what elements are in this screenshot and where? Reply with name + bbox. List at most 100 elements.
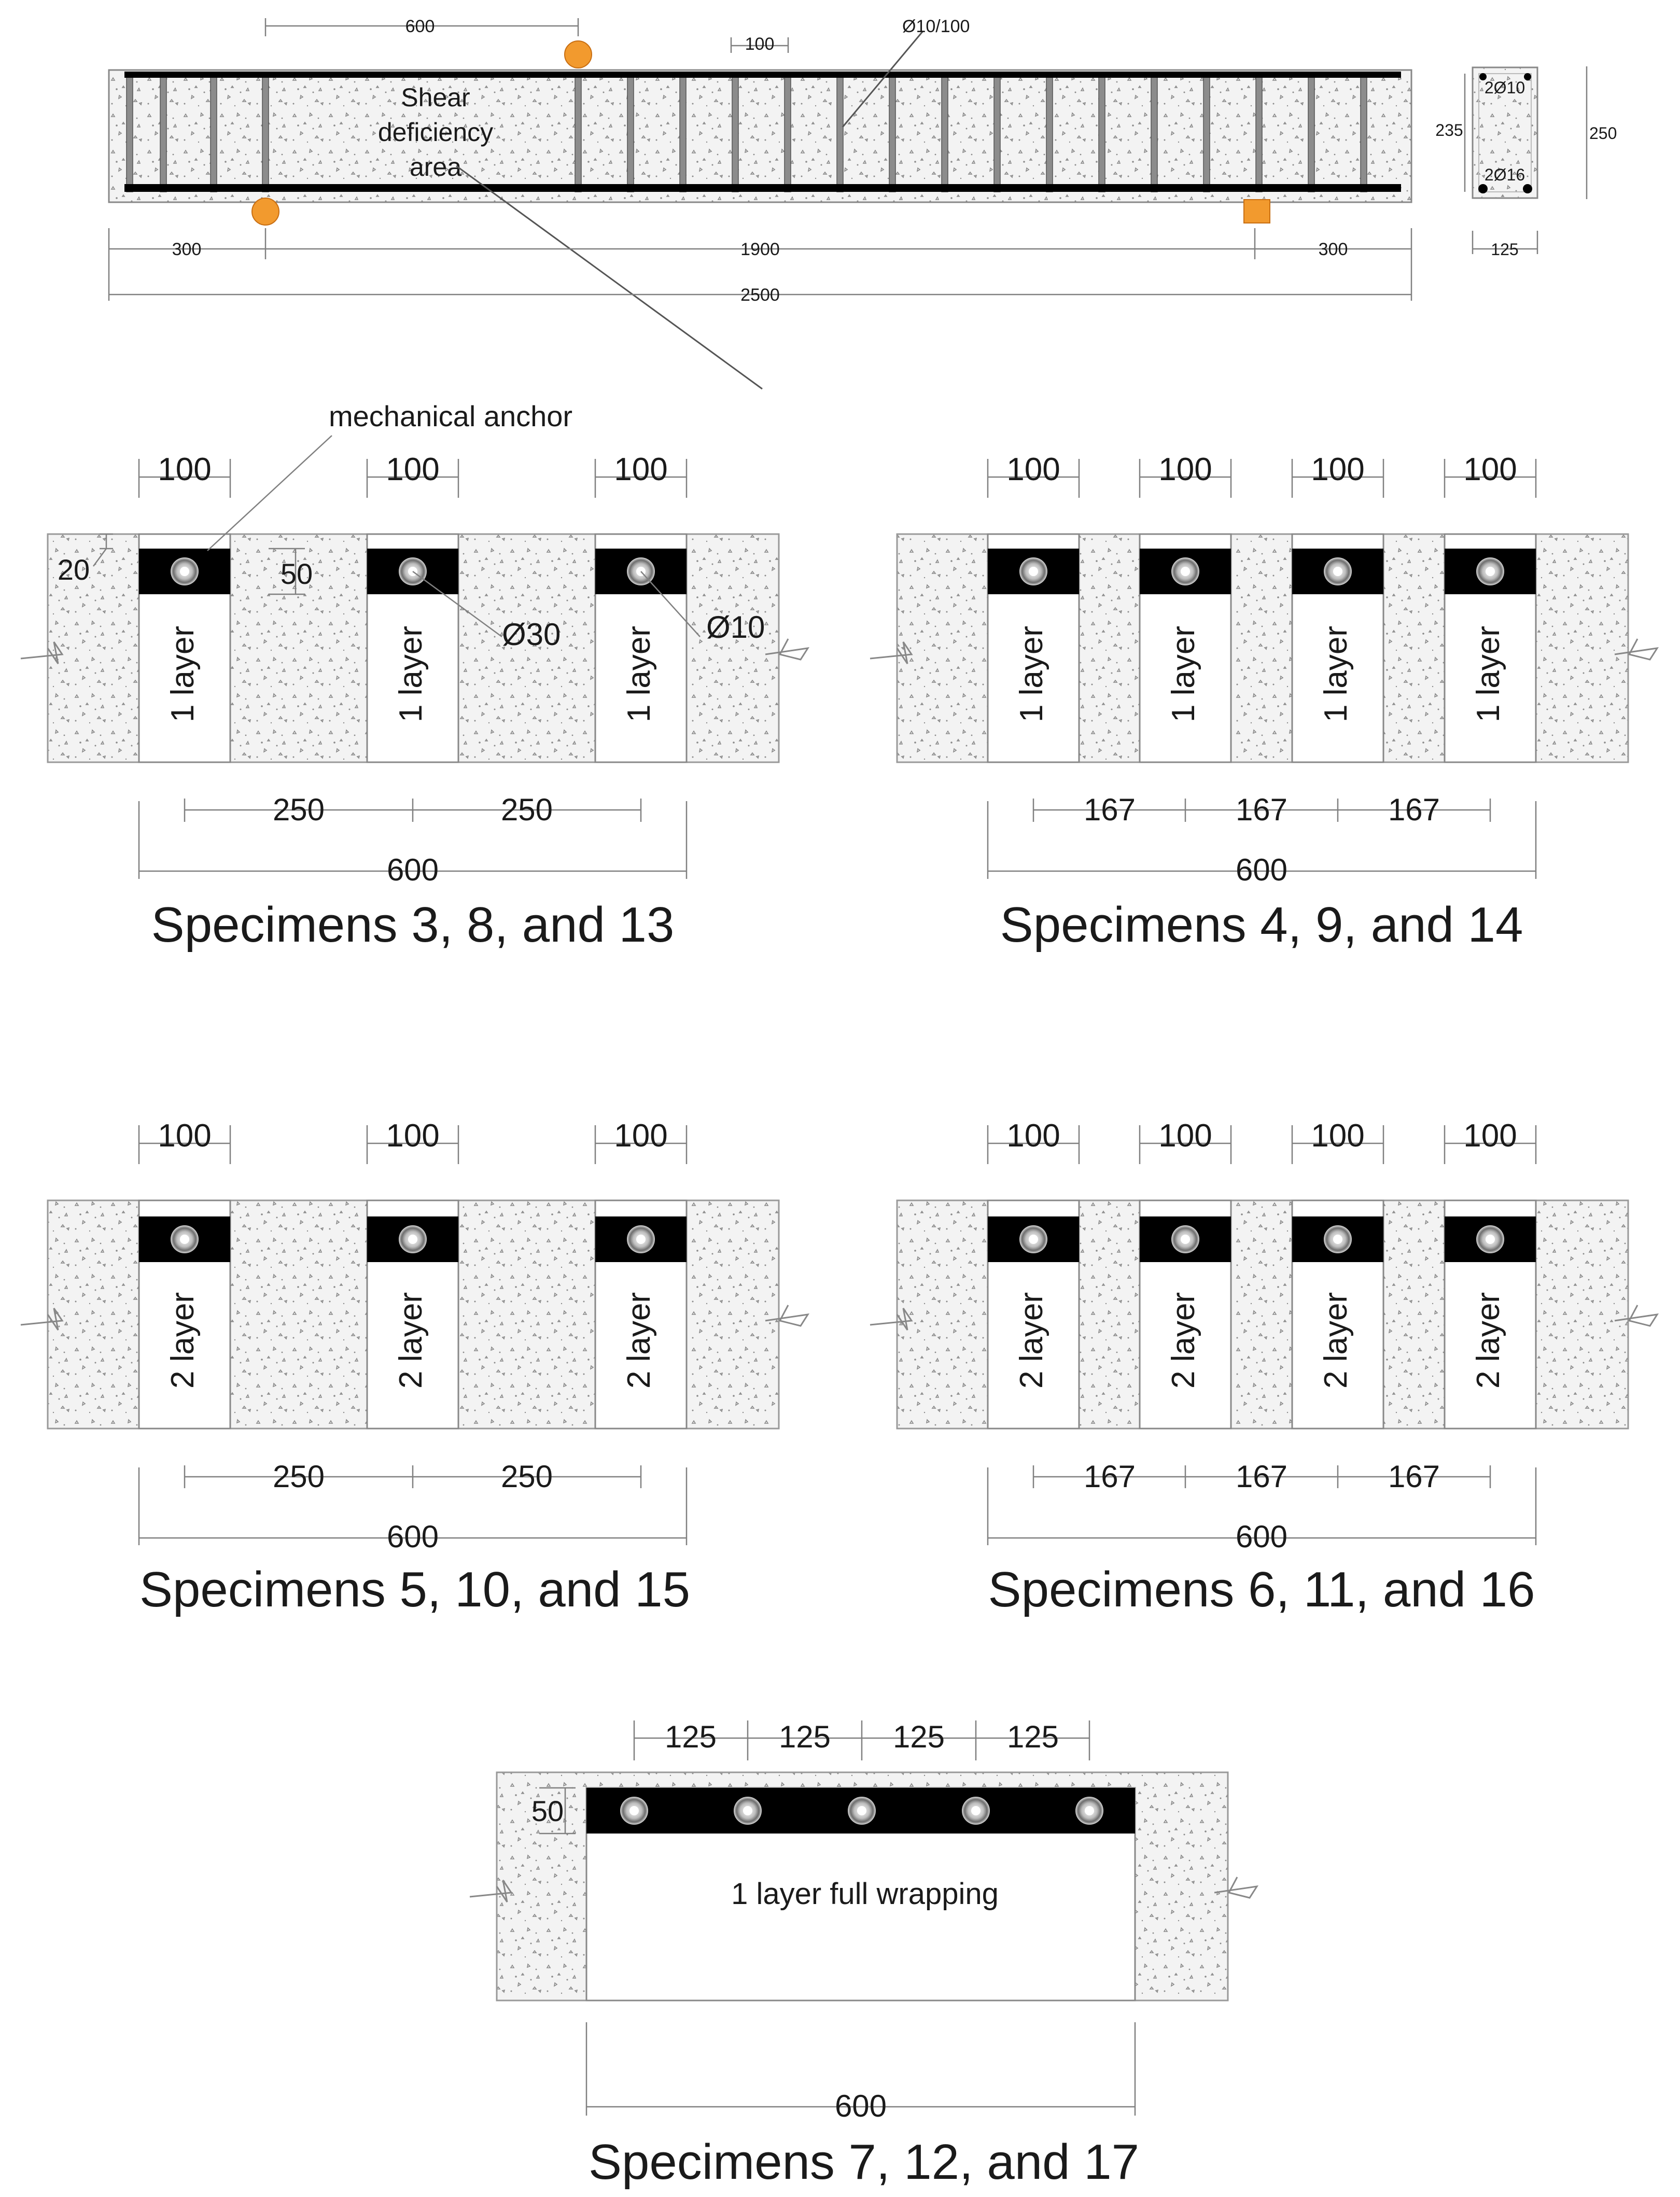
- dim-235: 235: [1435, 121, 1463, 139]
- strip-label: 2 layer: [1471, 1292, 1506, 1389]
- panel-dimension-lines: [92, 435, 701, 879]
- spacing-label: 250: [501, 792, 553, 827]
- strip-width-label: 100: [1006, 452, 1060, 487]
- anchor-hole: [180, 1235, 189, 1244]
- anchor-hole: [743, 1806, 752, 1815]
- anchor-hole: [971, 1806, 981, 1815]
- stirrup: [1098, 72, 1105, 192]
- bottom-bar: [1478, 184, 1488, 193]
- anchor-hole: [1029, 1235, 1038, 1244]
- dim-100-top: 100: [745, 34, 775, 54]
- dim-50: 50: [531, 1795, 564, 1827]
- diameter-10-label: Ø10: [706, 610, 765, 645]
- strip-width-label: 100: [1158, 452, 1212, 487]
- stirrup: [575, 72, 582, 192]
- section-stirrup: [1478, 73, 1532, 192]
- spacing-label: 167: [1084, 1459, 1136, 1494]
- strip-width-label: 100: [386, 1118, 439, 1154]
- shear-area-label-line-1: Shear: [401, 83, 470, 112]
- panel-title: Specimens 5, 10, and 15: [139, 1562, 690, 1617]
- break-mark-left: [469, 1880, 513, 1902]
- stirrup: [1203, 72, 1210, 192]
- panel-title: Specimens 4, 9, and 14: [1000, 897, 1523, 953]
- total-width-label: 600: [1236, 1519, 1287, 1554]
- left-support: [251, 198, 279, 226]
- panel-specimens-6-11-16: 2 layer 2 layer 2 layer 2 layer 100 100 …: [870, 1118, 1659, 1617]
- anchor-hole: [636, 1235, 646, 1244]
- stirrup-label: Ø10/100: [902, 17, 970, 36]
- spacing-label: 167: [1388, 1459, 1440, 1494]
- wrap-label: 1 layer full wrapping: [731, 1877, 999, 1911]
- stirrup: [126, 72, 133, 192]
- load-point-support: [564, 40, 592, 68]
- dim-50: 50: [281, 557, 313, 590]
- strip-width-label: 100: [158, 452, 211, 487]
- stirrup: [1151, 72, 1158, 192]
- bottom-reinforcement-bar: [124, 184, 1401, 192]
- dim-300-right: 300: [1319, 240, 1348, 259]
- panel-specimens-4-9-14: 1 layer 1 layer 1 layer 1 layer 100 100 …: [870, 452, 1659, 953]
- strip-width-label: 100: [1311, 1118, 1364, 1154]
- bottom-bar: [1523, 184, 1532, 193]
- stirrup: [1360, 72, 1367, 192]
- dim-20: 20: [58, 553, 90, 586]
- stirrup: [1046, 72, 1053, 192]
- anchor-hole: [629, 1806, 639, 1815]
- panel-title: Specimens 6, 11, and 16: [988, 1562, 1535, 1617]
- break-mark-left: [870, 641, 913, 664]
- panel-title: Specimens 3, 8, and 13: [151, 897, 675, 953]
- break-mark-right: [765, 1305, 810, 1327]
- panel-specimens-7-12-17: 125 125 125 125 50 1 layer full wrapping…: [469, 1719, 1259, 2190]
- stirrup: [993, 72, 1001, 192]
- spacing-label: 167: [1236, 1459, 1287, 1494]
- anchor-hole: [1181, 1235, 1190, 1244]
- break-mark-left: [20, 1308, 64, 1331]
- beam-body: [108, 69, 1412, 203]
- stirrup: [836, 72, 844, 192]
- anchor-hole: [1486, 567, 1495, 576]
- strip-width-label: 100: [1158, 1118, 1212, 1154]
- spacing-label: 125: [665, 1719, 717, 1754]
- anchor-label: mechanical anchor: [329, 400, 572, 432]
- anchor-hole: [1029, 567, 1038, 576]
- top-bar: [1524, 73, 1531, 80]
- strip-label: 1 layer: [393, 626, 429, 722]
- strip-label: 1 layer: [1014, 626, 1049, 722]
- anchor-hole: [857, 1806, 866, 1815]
- spacing-label: 250: [501, 1459, 553, 1494]
- anchor-hole: [1181, 567, 1190, 576]
- break-mark-left: [20, 641, 64, 664]
- break-mark-right: [1214, 1877, 1259, 1899]
- stirrup: [210, 72, 217, 192]
- panel-specimens-5-10-15: 2 layer 2 layer 2 layer 100 100 100 250 …: [20, 1118, 810, 1617]
- break-mark-right: [765, 638, 810, 661]
- stirrup: [627, 72, 634, 192]
- spacing-label: 125: [893, 1719, 945, 1754]
- panel-dimension-lines: [987, 1125, 1537, 1545]
- strip-width-label: 100: [614, 452, 667, 487]
- stirrup: [784, 72, 791, 192]
- dim-125: 125: [1491, 240, 1518, 259]
- stirrup: [732, 72, 739, 192]
- top-bar: [1479, 73, 1487, 80]
- panel-dimension-lines: [138, 1125, 688, 1545]
- top-bars-label: 2Ø10: [1485, 78, 1525, 97]
- right-support: [1243, 199, 1270, 223]
- strip-label: 2 layer: [621, 1292, 657, 1389]
- stirrup: [941, 72, 948, 192]
- strip-label: 1 layer: [1471, 626, 1506, 722]
- anchor-hole: [1486, 1235, 1495, 1244]
- beam-dimension-lines: [108, 18, 1412, 301]
- bottom-bars-label: 2Ø16: [1485, 165, 1525, 184]
- beam-elevation: Shear deficiency area Ø10/100 600 100 30…: [108, 17, 1412, 390]
- break-mark-right: [1614, 638, 1659, 661]
- dim-300-left: 300: [172, 240, 202, 259]
- spacing-label: 125: [1007, 1719, 1059, 1754]
- spacing-label: 125: [779, 1719, 831, 1754]
- shear-area-label-line-3: area: [410, 152, 461, 181]
- strip-label: 1 layer: [1318, 626, 1354, 722]
- strip-width-label: 100: [1463, 452, 1517, 487]
- dim-250: 250: [1589, 124, 1617, 143]
- total-width-label: 600: [387, 852, 439, 887]
